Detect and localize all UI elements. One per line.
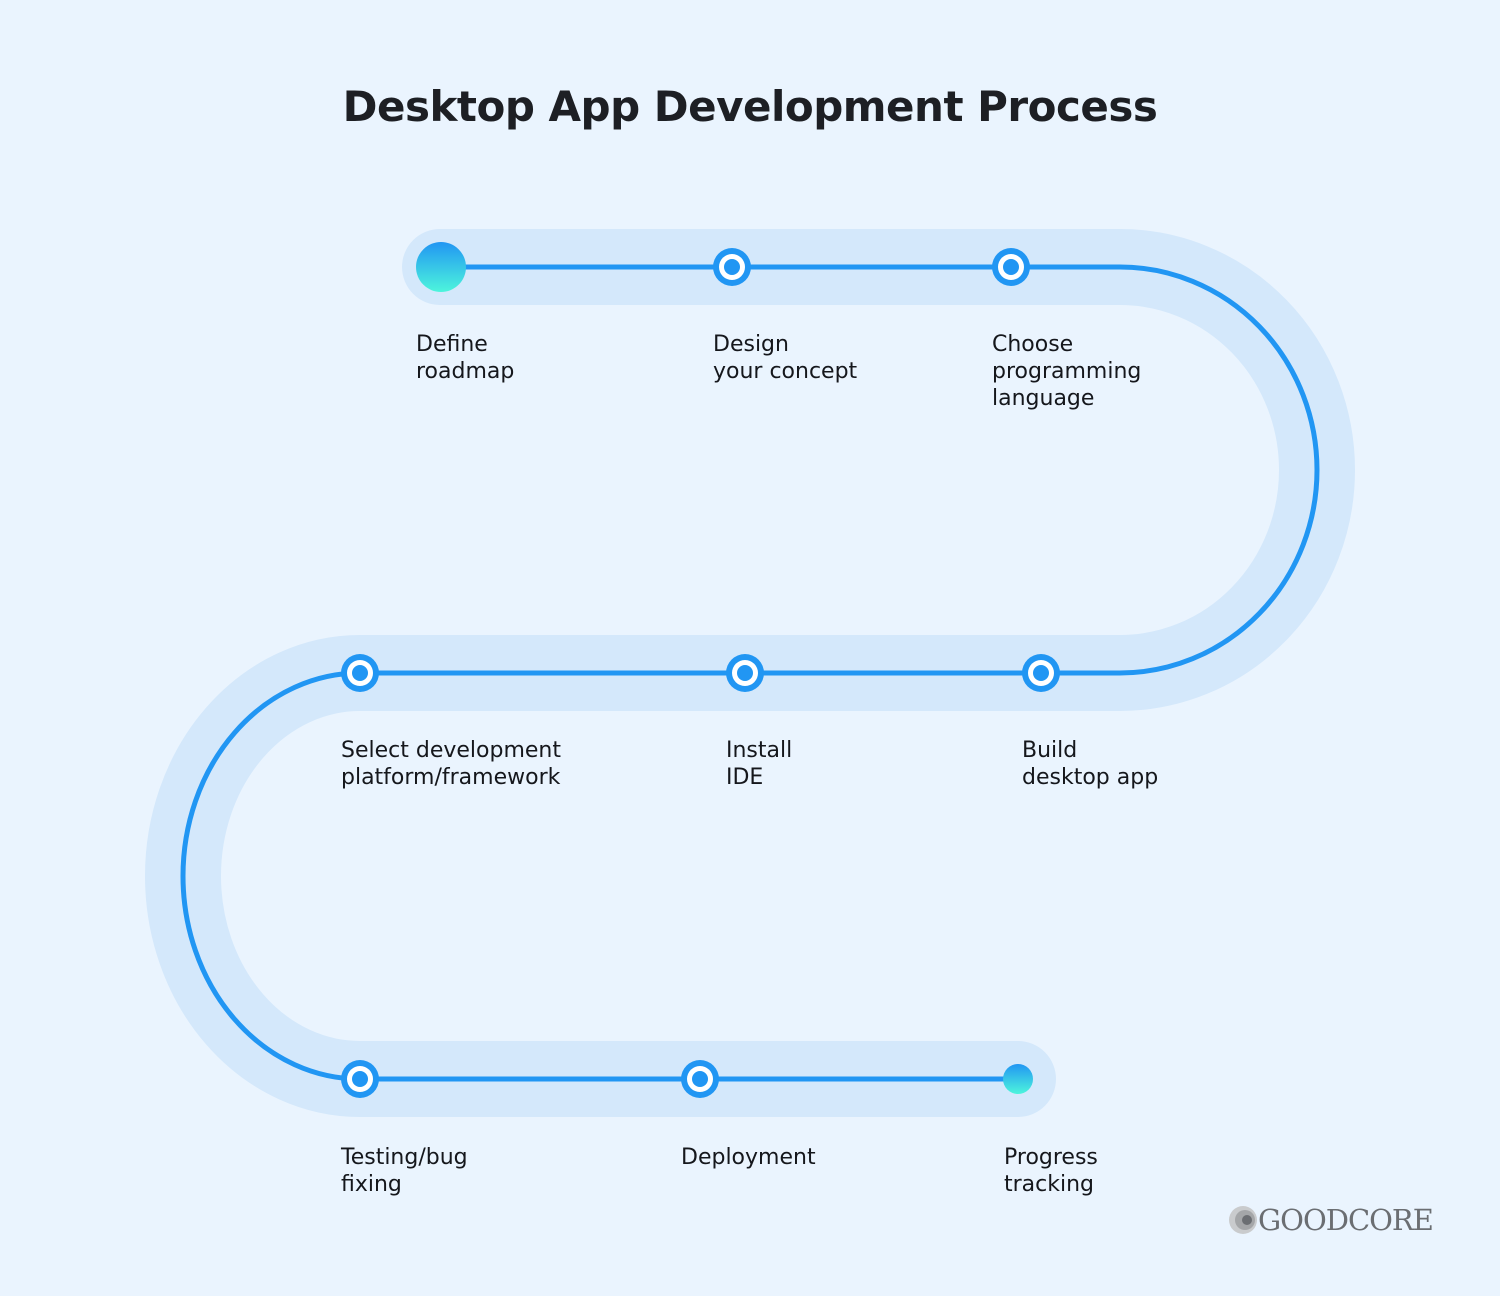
- step-label-progress-tracking: Progress tracking: [1004, 1145, 1098, 1197]
- step-node-icon: [713, 248, 751, 286]
- step-node-icon: [341, 654, 379, 692]
- step-label-select-platform: Select development platform/framework: [341, 738, 561, 790]
- step-label-testing: Testing/bug fixing: [341, 1145, 468, 1197]
- step-node-icon: [992, 248, 1030, 286]
- step-node-icon: [341, 1060, 379, 1098]
- page-title: Desktop App Development Process: [342, 82, 1158, 131]
- start-node-icon: [416, 242, 466, 292]
- step-label-deployment: Deployment: [681, 1145, 816, 1170]
- logo-mark-icon: [1229, 1206, 1257, 1234]
- step-node-icon: [681, 1060, 719, 1098]
- step-node-icon: [1022, 654, 1060, 692]
- step-label-install-ide: Install IDE: [726, 738, 793, 790]
- step-node-icon: [726, 654, 764, 692]
- step-label-design-concept: Design your concept: [713, 332, 858, 384]
- end-node-icon: [1003, 1064, 1033, 1094]
- step-label-build-app: Build desktop app: [1022, 738, 1159, 790]
- step-label-choose-language: Choose programming language: [992, 332, 1142, 411]
- logo-text: GOODCORE: [1258, 1203, 1434, 1237]
- step-label-define-roadmap: Define roadmap: [416, 332, 515, 384]
- goodcore-logo: GOODCORE: [1228, 1203, 1434, 1237]
